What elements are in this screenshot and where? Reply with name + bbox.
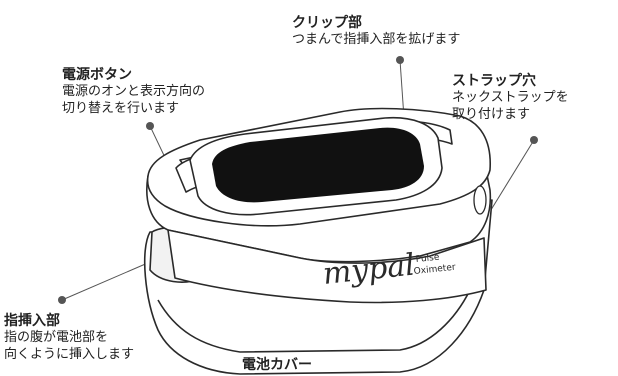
callout-strap-hole: ストラップ穴 ネックストラップを 取り付けます [452,72,569,124]
dot-finger [58,296,66,304]
callout-clip-desc: つまんで指挿入部を拡げます [292,32,461,48]
callout-strap-title: ストラップ穴 [452,73,536,89]
battery-cover [157,289,471,353]
callout-finger-insertion: 指挿入部 指の腹が電池部を 向くように挿入します [4,312,134,364]
product-name-line1: Pulse [415,253,440,265]
dot-clip [396,56,404,64]
callout-strap-desc-1: ネックストラップを [452,90,569,106]
dot-power [146,122,154,130]
display-screen [212,127,424,203]
callout-power-desc-2: 切り替えを行います [62,101,180,117]
callout-clip-title: クリップ部 [292,15,362,31]
callout-strap-desc-2: 取り付けます [452,107,531,123]
callout-power-title: 電源ボタン [62,67,132,83]
product-name-line2: Oximeter [413,263,456,277]
callout-power-button: 電源ボタン 電源のオンと表示方向の 切り替えを行います [62,66,205,118]
callout-battery-cover: 電池カバー [242,356,312,374]
callout-battery-title: 電池カバー [242,357,312,373]
callout-clip: クリップ部 つまんで指挿入部を拡げます [292,14,460,49]
dot-strap [530,136,538,144]
callout-finger-desc-1: 指の腹が電池部を [4,330,109,346]
leader-strap [485,139,535,219]
callout-finger-desc-2: 向くように挿入します [4,347,135,363]
mid-body [167,229,487,304]
callout-power-desc-1: 電源のオンと表示方向の [62,84,206,100]
leader-finger [61,261,151,301]
strap-hole [473,185,487,215]
callout-finger-title: 指挿入部 [4,313,60,329]
